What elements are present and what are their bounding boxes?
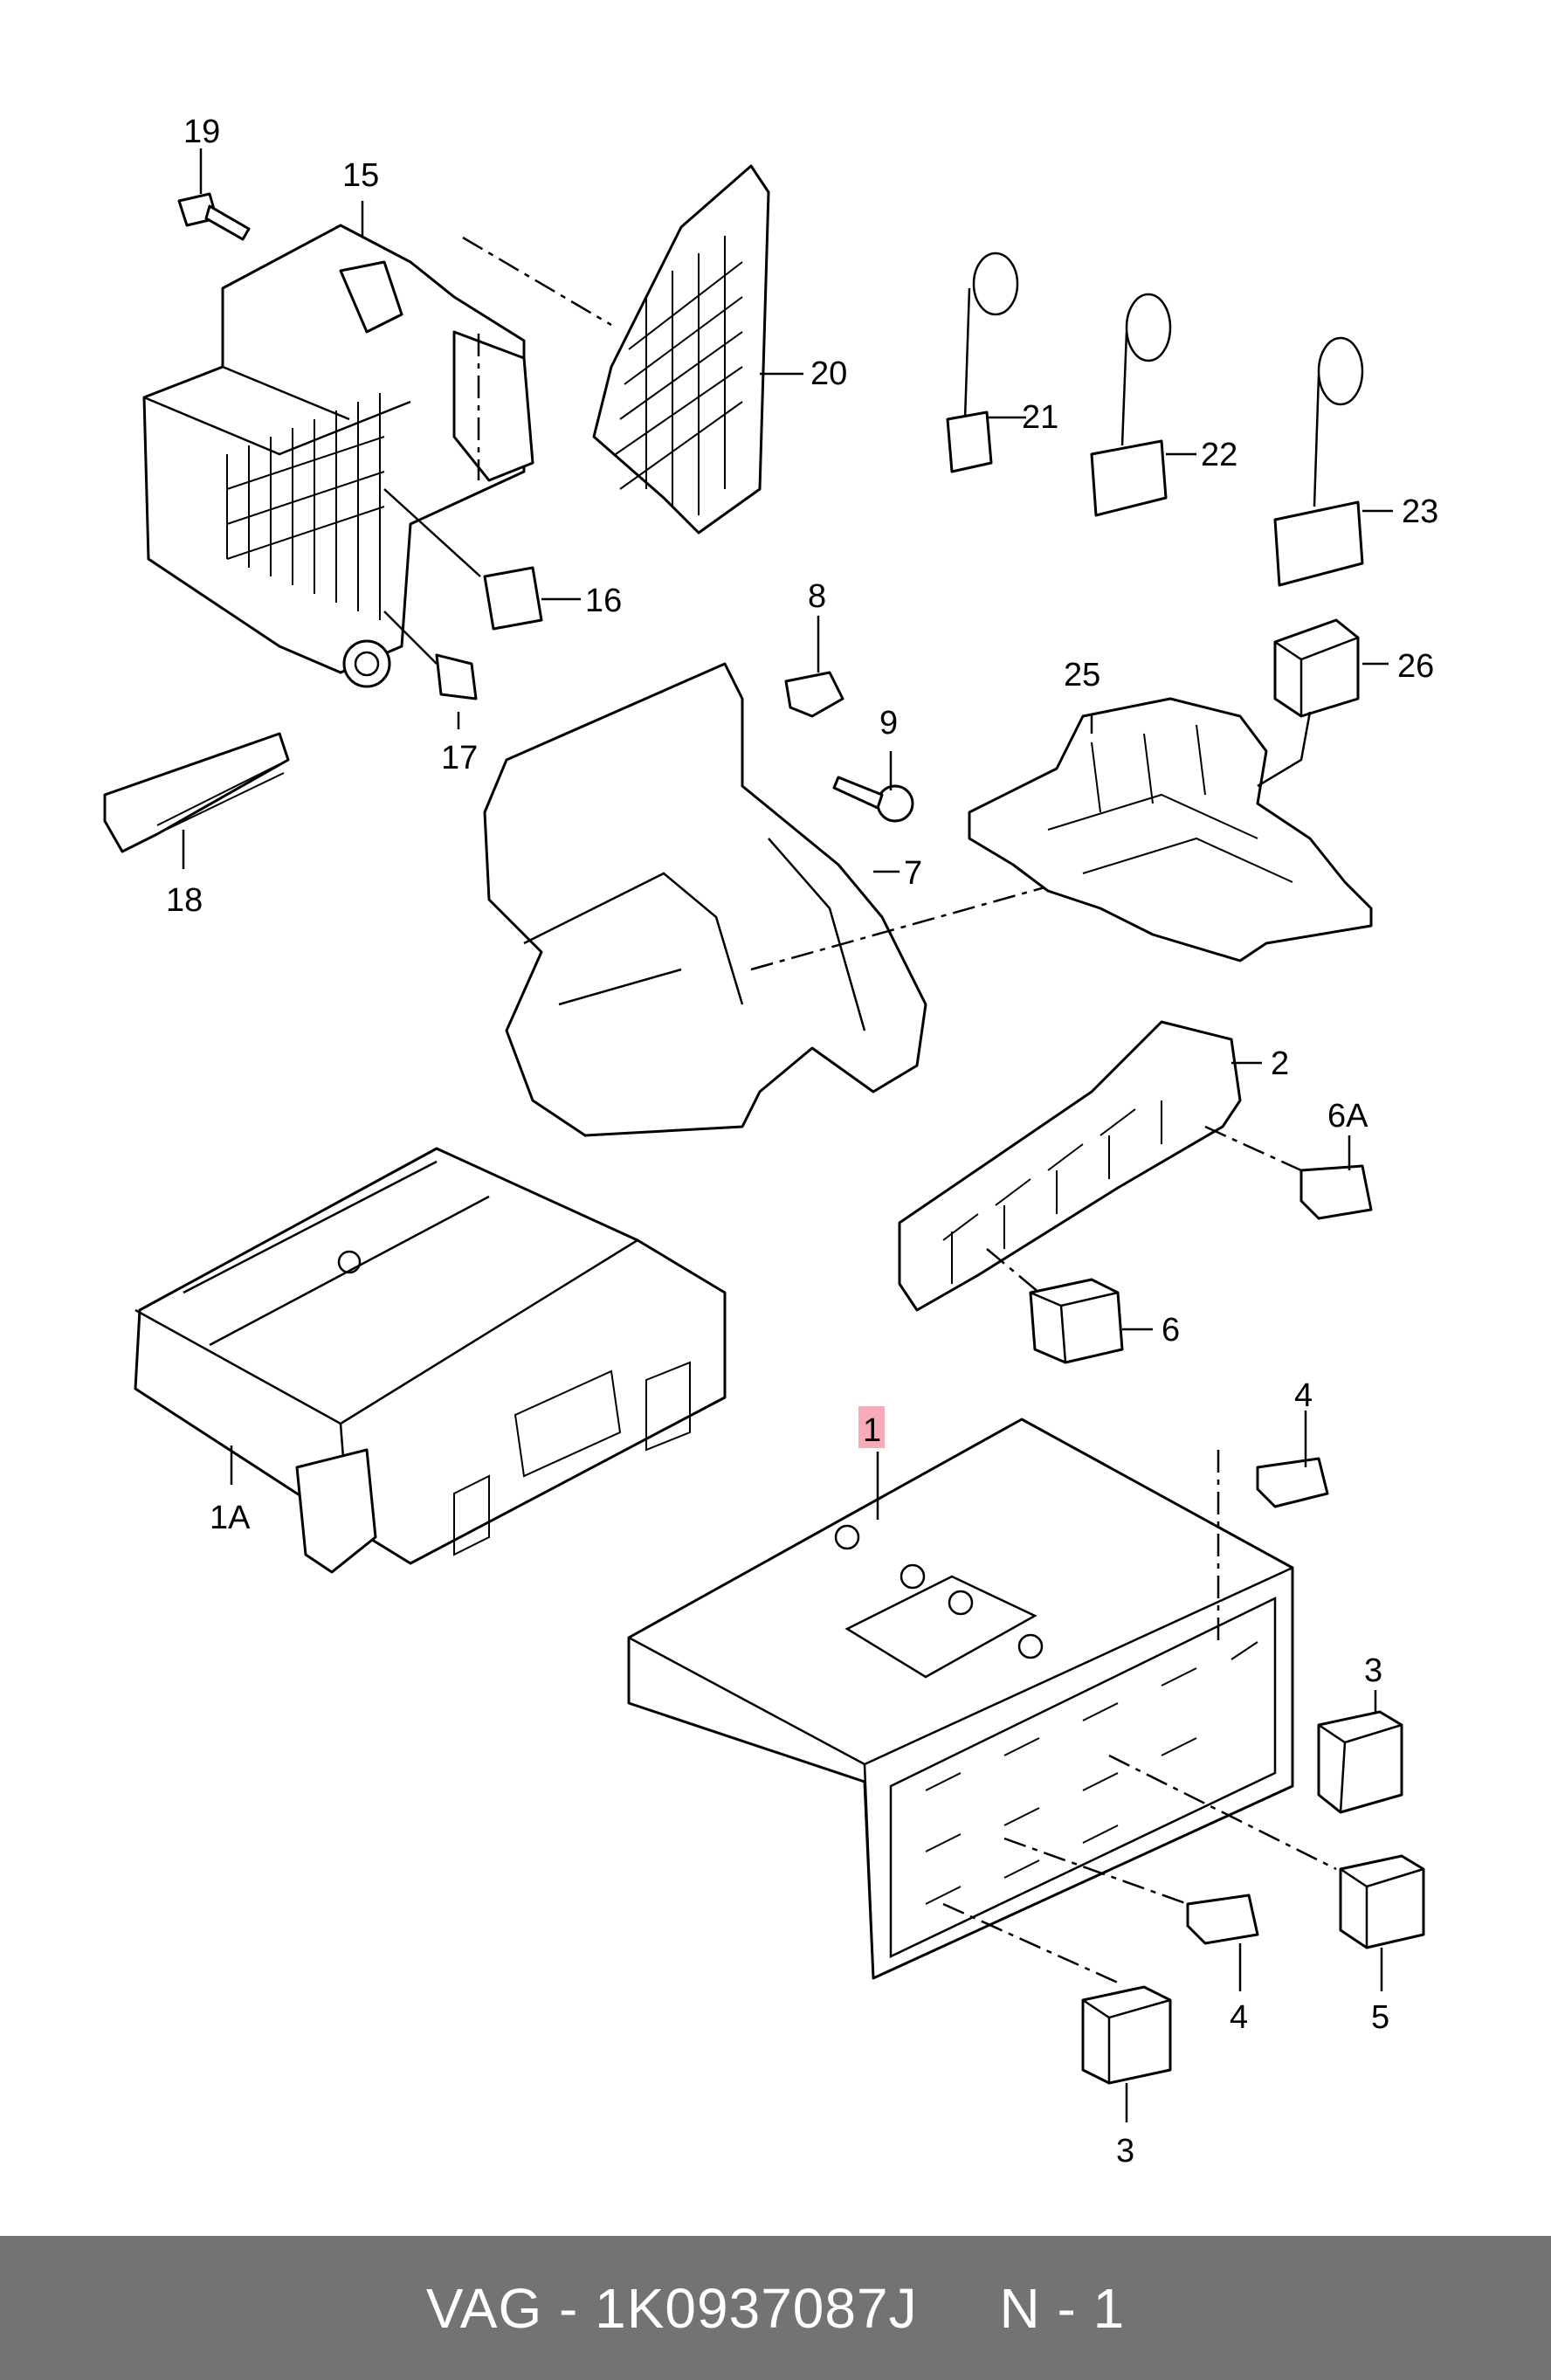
relay-26 [1273, 618, 1360, 718]
fuse-16 [483, 566, 543, 631]
holder-18 [103, 732, 290, 853]
callout-20: 20 [810, 355, 847, 392]
wire-harness-23 [1273, 336, 1364, 587]
fuse-17 [435, 653, 478, 700]
callout-1A: 1A [210, 1500, 251, 1536]
callout-9: 9 [879, 705, 898, 742]
callout-21: 21 [1022, 399, 1058, 436]
callout-7: 7 [904, 855, 922, 892]
callout-26: 26 [1397, 648, 1434, 685]
callout-1: 1 [863, 1412, 881, 1449]
relay-holder-25 [968, 697, 1373, 962]
callout-4-upper: 4 [1294, 1377, 1313, 1414]
relay-6 [1029, 1278, 1124, 1364]
parts-diagram: 19 15 20 21 22 23 16 8 25 26 9 17 18 7 2… [103, 114, 1438, 2170]
callout-6: 6 [1162, 1312, 1180, 1349]
highlight-1 [858, 1406, 885, 1448]
callout-22: 22 [1201, 437, 1237, 473]
relay-3-lower [1081, 1985, 1172, 2085]
callout-8: 8 [808, 578, 826, 615]
callout-16: 16 [585, 583, 622, 619]
callout-3-upper: 3 [1364, 1652, 1382, 1689]
callout-6A: 6A [1327, 1098, 1368, 1135]
control-module-1A [134, 1147, 727, 1574]
callout-17: 17 [441, 740, 478, 776]
fuse-6A [1299, 1164, 1373, 1220]
fuse-4-lower [1186, 1894, 1259, 1945]
bracket-7 [483, 662, 927, 1137]
clip-8 [784, 671, 844, 718]
footer-bar: VAG - 1K0937087J N - 1 [0, 2236, 1551, 2380]
relay-carrier-2 [898, 1020, 1242, 1312]
relay-5 [1339, 1854, 1425, 1949]
callout-25: 25 [1064, 657, 1100, 693]
wire-harness-22 [1090, 293, 1172, 517]
callout-4-lower: 4 [1230, 1999, 1248, 2036]
callout-18: 18 [166, 882, 203, 919]
main-module-1 [627, 1418, 1294, 1980]
wire-harness-21 [946, 252, 1019, 473]
footer-part-number: VAG - 1K0937087J N - 1 [425, 2276, 1126, 2340]
callout-3-lower: 3 [1116, 2133, 1134, 2170]
relay-3-upper [1317, 1710, 1403, 1814]
fuse-box-15 [142, 224, 534, 688]
bolt-19 [177, 192, 251, 241]
callout-19: 19 [183, 114, 220, 150]
callout-5: 5 [1371, 1999, 1389, 2036]
callout-15: 15 [342, 157, 379, 194]
callout-23: 23 [1402, 493, 1438, 530]
callout-2: 2 [1271, 1045, 1289, 1082]
cover-20 [592, 164, 770, 535]
screw-9 [832, 776, 914, 823]
fuse-4-upper [1256, 1457, 1329, 1508]
leader-lines [182, 148, 1393, 2122]
